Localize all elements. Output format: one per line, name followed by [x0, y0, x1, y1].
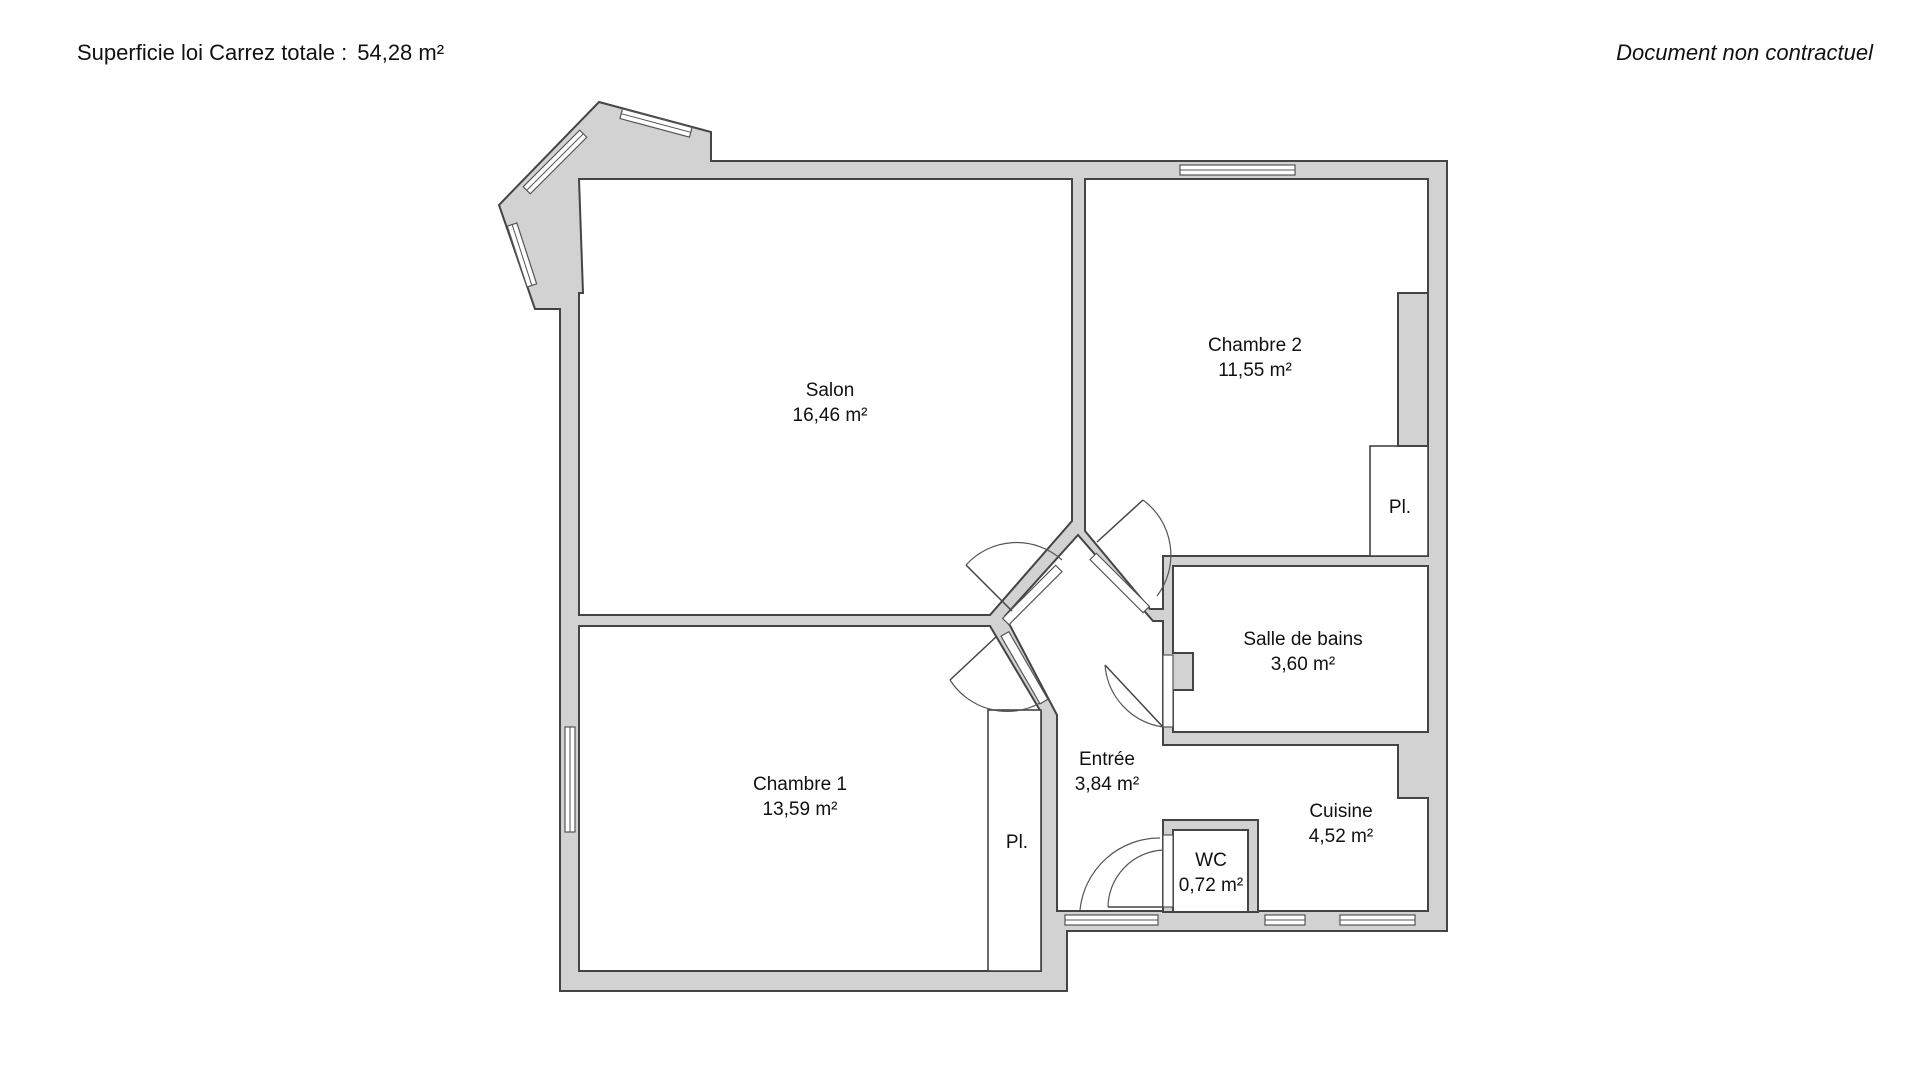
salle-de-bains-name: Salle de bains [1243, 629, 1362, 650]
entree-area: 3,84 m² [1075, 774, 1139, 795]
window-chambre1 [564, 726, 576, 833]
entree-name: Entrée [1079, 749, 1135, 770]
salon-name: Salon [806, 380, 855, 401]
total-area-value: 54,28 m² [357, 40, 445, 65]
cuisine-name: Cuisine [1309, 801, 1372, 822]
closet-chambre1-label: Pl. [1006, 832, 1028, 853]
total-area-line: Superficie loi Carrez totale : 54,28 m² [77, 40, 444, 66]
cuisine-area: 4,52 m² [1309, 826, 1373, 847]
window-salon-top [619, 108, 693, 138]
door-salon [965, 542, 1063, 626]
door-salle-de-bains [1104, 654, 1174, 728]
window-cuisine-1 [1264, 914, 1306, 926]
window-salon-side [506, 222, 538, 288]
window-entree [1064, 914, 1159, 926]
chambre2-area: 11,55 m² [1218, 360, 1292, 381]
door-chambre2 [1089, 499, 1172, 614]
window-chambre2 [1179, 164, 1296, 176]
door-entree-front [1079, 837, 1161, 911]
wc-area: 0,72 m² [1179, 875, 1243, 896]
room-wc [1172, 829, 1249, 913]
salle-de-bains-area: 3,60 m² [1271, 654, 1335, 675]
door-wc [1107, 834, 1174, 908]
closet-chambre2 [1369, 445, 1429, 557]
wc-name: WC [1195, 850, 1227, 871]
disclaimer: Document non contractuel [1616, 40, 1873, 65]
room-chambre2 [1084, 178, 1429, 610]
chambre1-name: Chambre 1 [753, 774, 847, 795]
window-salon-diag [522, 129, 588, 195]
pillar-chambre2 [1397, 292, 1429, 447]
closet-chambre2-label: Pl. [1389, 497, 1411, 518]
closet-chambre1 [987, 709, 1042, 972]
window-cuisine-2 [1339, 914, 1416, 926]
salon-area: 16,46 m² [793, 405, 868, 426]
chambre1-area: 13,59 m² [763, 799, 838, 820]
door-chambre1 [949, 630, 1049, 712]
total-area-label: Superficie loi Carrez totale : [77, 40, 348, 65]
room-salon [577, 178, 1073, 616]
chambre2-name: Chambre 2 [1208, 335, 1302, 356]
